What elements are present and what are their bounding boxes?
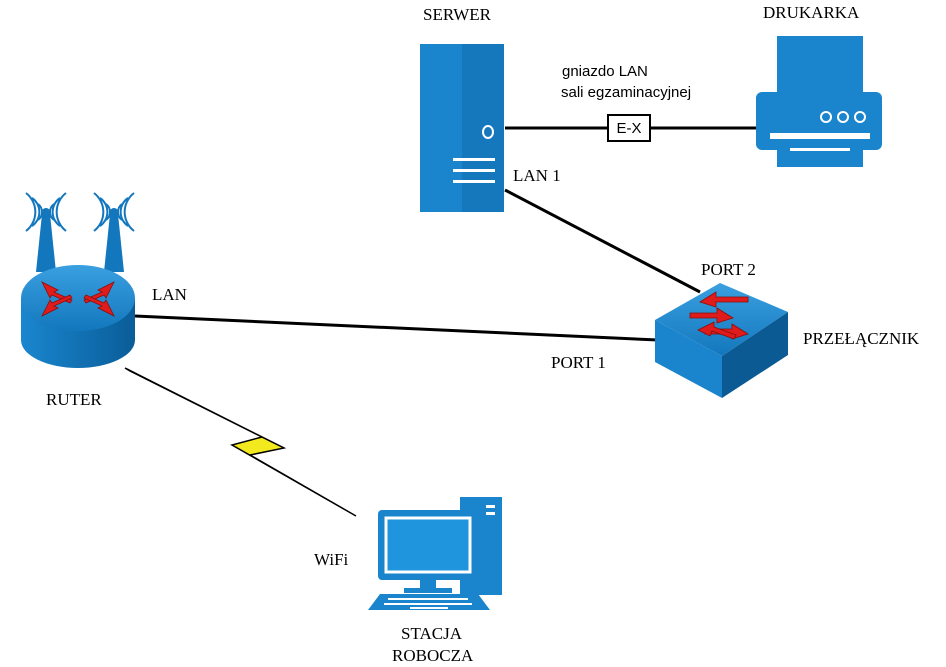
printer-icon xyxy=(756,36,882,167)
lan1-label: LAN 1 xyxy=(513,166,561,185)
switch-icon xyxy=(655,283,788,398)
socket-label-line2: sali egzaminacyjnej xyxy=(561,84,692,101)
router-lan-label: LAN xyxy=(152,285,187,304)
workstation-icon xyxy=(368,497,502,610)
wifi-bolt-icon xyxy=(124,367,357,517)
wifi-label: WiFi xyxy=(314,550,349,569)
socket-label-line1: gniazdo LAN xyxy=(562,63,648,80)
cable-server-switch xyxy=(504,188,701,294)
workstation-label-line1: STACJA xyxy=(401,624,462,643)
switch-label: PRZEŁĄCZNIK xyxy=(803,329,920,348)
router-label: RUTER xyxy=(46,390,102,409)
printer-label: DRUKARKA xyxy=(763,3,860,22)
server-icon xyxy=(420,44,504,212)
lan-socket-box: E-X xyxy=(607,114,651,142)
server-label: SERWER xyxy=(423,5,492,24)
workstation-label-line2: ROBOCZA xyxy=(392,646,474,665)
cable-router-switch xyxy=(134,314,659,342)
router-icon xyxy=(21,192,135,368)
port1-label: PORT 1 xyxy=(551,353,606,372)
port2-label: PORT 2 xyxy=(701,260,756,279)
